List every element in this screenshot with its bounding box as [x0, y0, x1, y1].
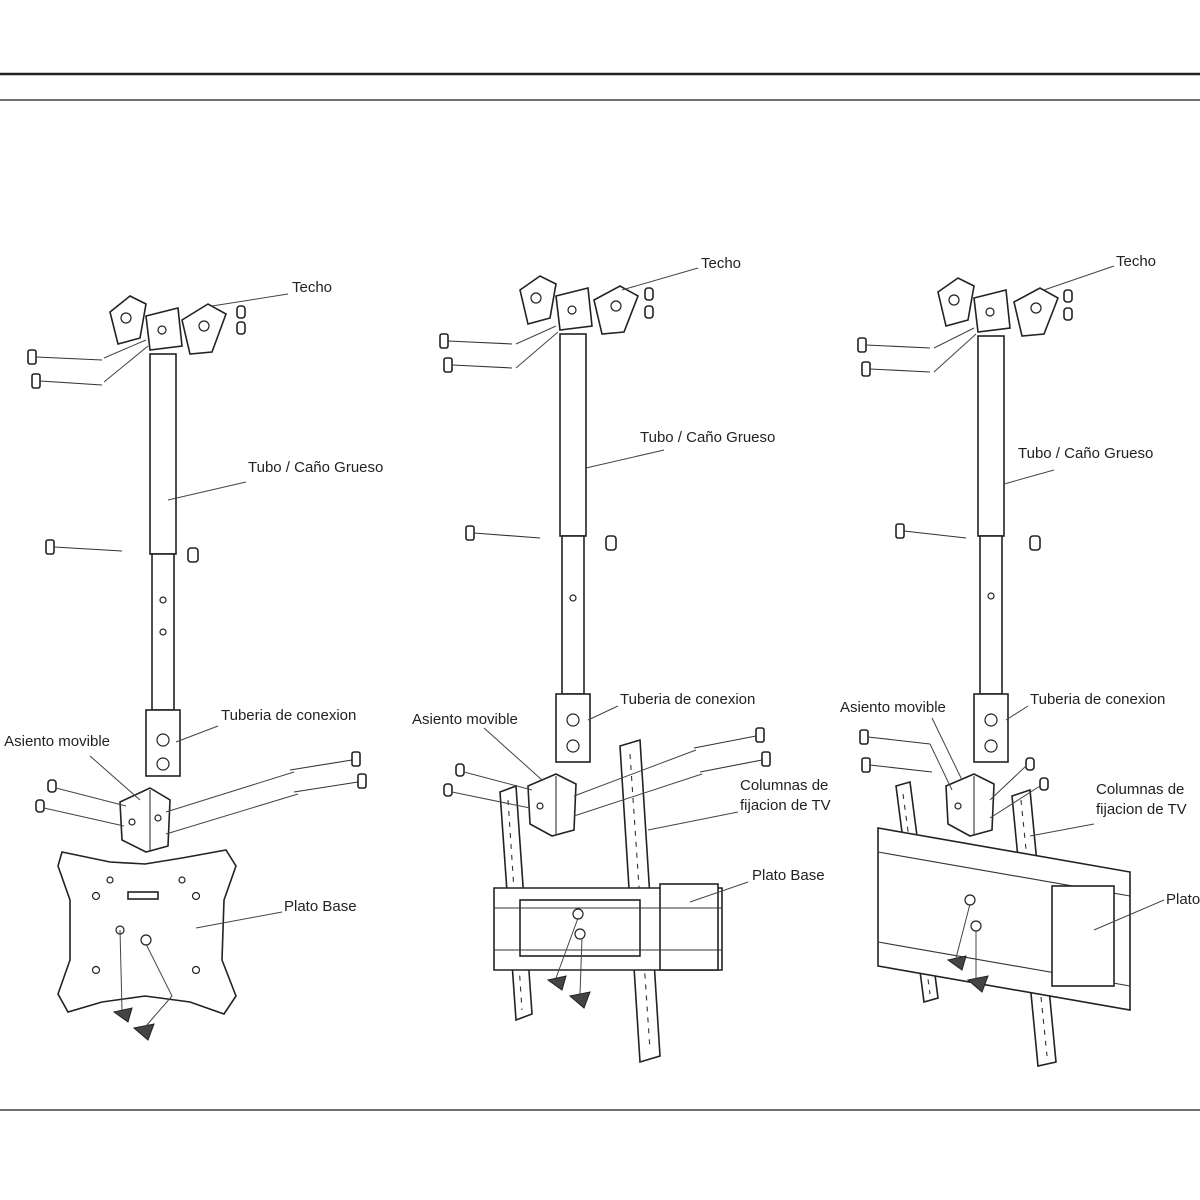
movable-seat	[527, 773, 577, 837]
label-plato: Plato Base	[1166, 891, 1200, 908]
ceiling-bracket	[519, 275, 639, 335]
connection-sleeve	[555, 693, 591, 763]
washer-icon	[1063, 289, 1073, 321]
ceiling-bracket	[109, 295, 227, 355]
washer-icon	[644, 287, 654, 319]
bolt-icon	[857, 337, 931, 377]
label-plato: Plato Base	[284, 898, 357, 915]
base-plate	[493, 883, 723, 971]
bolt-icon	[693, 727, 771, 773]
washer-icon	[236, 305, 246, 335]
label-asiento: Asiento movible	[840, 699, 946, 716]
bolt-icon	[895, 523, 1041, 551]
inner-tube	[561, 535, 585, 695]
label-asiento: Asiento movible	[4, 733, 110, 750]
label-techo: Techo	[1116, 253, 1156, 270]
bolt-icon	[439, 333, 513, 373]
label-tubo: Tubo / Caño Grueso	[640, 429, 775, 446]
ceiling-bracket	[937, 277, 1059, 337]
label-tubo: Tubo / Caño Grueso	[1018, 445, 1153, 462]
screw-icon	[546, 975, 591, 1009]
label-tuberia: Tuberia de conexion	[221, 707, 356, 724]
label-columnas-2: fijacion de TV	[740, 797, 831, 814]
bolt-icon	[289, 751, 367, 793]
panel-3: Techo Tubo / Caño Grueso Tuberia de cone…	[840, 253, 1200, 1067]
panel-1: Techo Tubo / Caño Grueso Tuberia de cone…	[4, 279, 383, 1041]
panel-2: Techo Tubo / Caño Grueso Tuberia de cone…	[412, 255, 831, 1064]
label-columnas-1: Columnas de	[1096, 781, 1184, 798]
thick-tube	[977, 335, 1005, 537]
bolt-icon	[465, 525, 617, 551]
bolt-icon	[45, 539, 199, 563]
label-columnas-2: fijacion de TV	[1096, 801, 1187, 818]
inner-tube	[979, 535, 1003, 695]
label-techo: Techo	[701, 255, 741, 272]
bolt-icon	[859, 729, 933, 773]
movable-seat	[945, 773, 995, 837]
label-plato: Plato Base	[752, 867, 825, 884]
screw-icon	[112, 1007, 155, 1041]
base-plate	[877, 827, 1131, 1011]
base-plate	[57, 849, 237, 1015]
thick-tube	[149, 353, 177, 555]
washer-icon	[35, 779, 57, 813]
label-tuberia: Tuberia de conexion	[1030, 691, 1165, 708]
screw-icon	[946, 955, 989, 993]
label-columnas-1: Columnas de	[740, 777, 828, 794]
label-techo: Techo	[292, 279, 332, 296]
label-asiento: Asiento movible	[412, 711, 518, 728]
bolt-icon	[27, 349, 103, 389]
label-tubo: Tubo / Caño Grueso	[248, 459, 383, 476]
movable-seat	[119, 787, 171, 853]
label-tuberia: Tuberia de conexion	[620, 691, 755, 708]
washer-icon	[443, 763, 465, 797]
washer-icon	[1025, 757, 1049, 791]
thick-tube	[559, 333, 587, 537]
